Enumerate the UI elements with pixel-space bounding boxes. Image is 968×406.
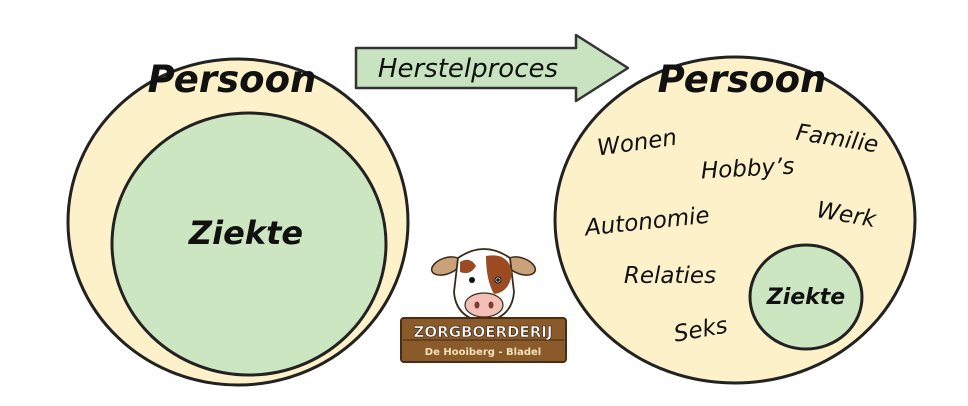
zorgboerderij-logo: ZORGBOERDERIJ De Hooiberg - Bladel <box>400 248 567 363</box>
cow-left-eye-icon <box>469 277 475 283</box>
process-arrow <box>354 33 630 103</box>
process-arrow-label: Herstelproces <box>378 54 558 84</box>
logo-name-text: ZORGBOERDERIJ <box>414 323 553 341</box>
left-illness-label: Ziekte <box>188 214 303 252</box>
cow-nostril-left-icon <box>474 301 480 309</box>
left-illness-circle <box>110 111 388 377</box>
right-illness-label: Ziekte <box>766 285 846 310</box>
left-person-label: Persoon <box>148 58 317 101</box>
logo-location-text: De Hooiberg - Bladel <box>425 347 541 358</box>
cow-patch-icon <box>486 255 512 294</box>
cow-muzzle-icon <box>464 292 504 318</box>
domain-hobbys: Hobby’s <box>700 154 795 185</box>
right-person-label: Persoon <box>658 58 827 101</box>
cow-patch-small-icon <box>460 259 476 274</box>
right-illness-circle <box>748 243 864 351</box>
domain-relaties: Relaties <box>624 263 716 289</box>
cow-nostril-right-icon <box>488 301 494 309</box>
cow-right-pupil-icon <box>496 278 500 282</box>
